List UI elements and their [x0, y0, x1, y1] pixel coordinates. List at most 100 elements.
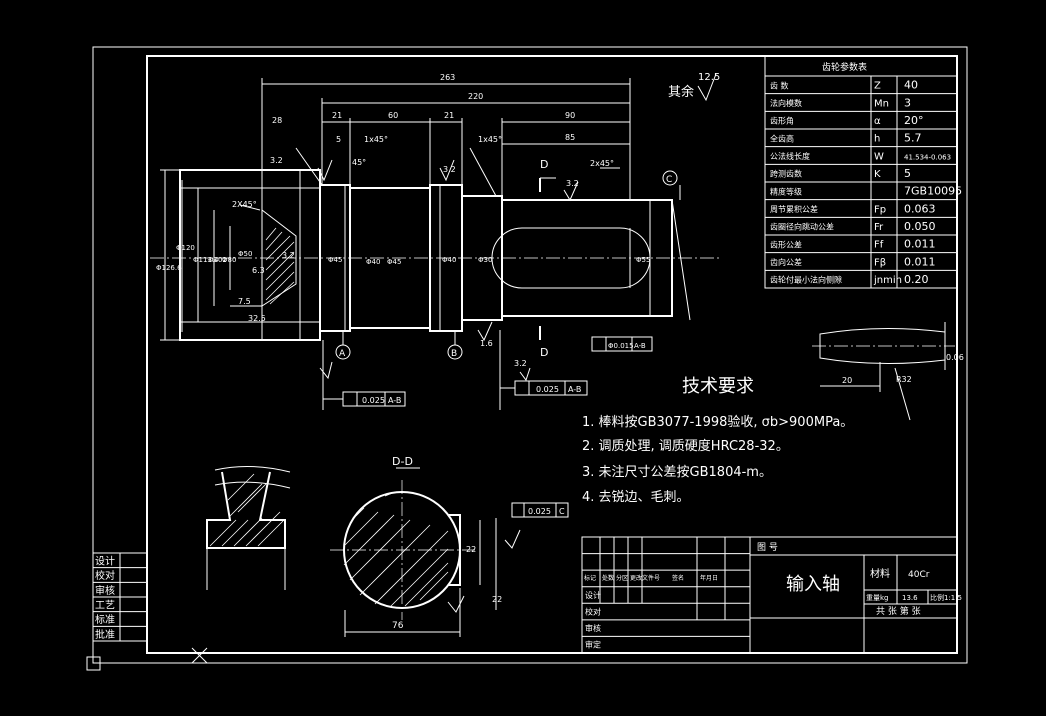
- param-name: 齿形公差: [770, 239, 802, 249]
- roughness-2: 3.2: [443, 165, 456, 174]
- section-d-bottom: D: [540, 346, 548, 359]
- param-symbol: Mn: [874, 98, 889, 109]
- mass-label: 重量kg: [866, 594, 889, 602]
- tol-2-ref: A-B: [568, 385, 581, 394]
- title-row-label: 设计: [585, 590, 601, 600]
- material-label: 材料: [870, 567, 890, 580]
- param-value: 41.534-0.063: [904, 153, 951, 161]
- roughness-rest-label: 其余: [668, 84, 694, 100]
- dim-angle-45: 45°: [352, 158, 366, 167]
- dim-r-key: R32: [896, 375, 912, 384]
- dim-dia-11: Φ40: [442, 256, 456, 264]
- param-value: 0.050: [904, 220, 936, 233]
- dim-dia-4: Φ102: [208, 256, 227, 264]
- param-name: 跨测齿数: [770, 169, 802, 179]
- title-header-cell: 更改文件号: [630, 574, 660, 582]
- dim-263: 263: [440, 73, 455, 82]
- roughness-16: 1.6: [480, 339, 493, 348]
- datum-a-label: A: [339, 349, 346, 359]
- dim-dia-2: Φ120: [176, 244, 195, 252]
- param-symbol: jnmin: [873, 275, 902, 286]
- tol-1-ref: A-B: [388, 396, 401, 405]
- param-value: 0.011: [904, 255, 936, 268]
- roughness-4: 3.2: [282, 251, 295, 260]
- datum-c-label: C: [666, 175, 672, 185]
- roughness-3: 3.2: [566, 179, 579, 188]
- drawing-no-label: 图 号: [757, 542, 778, 553]
- title-header-cell: 签名: [672, 574, 684, 582]
- approval-cell: 批准: [95, 628, 115, 641]
- title-block-grid: 标记处数分区更改文件号签名年月日设计校对审核审定: [582, 537, 750, 650]
- key-detail-view: [812, 322, 955, 421]
- roughness-rest-value: 12.5: [698, 72, 720, 83]
- tech-item-3: 3. 未注尺寸公差按GB1804-m。: [582, 465, 772, 480]
- dim-sec-h: 22: [492, 595, 502, 604]
- dim-sec-w: 76: [392, 621, 404, 631]
- dim-dia-9: Φ45: [387, 258, 401, 266]
- param-symbol: Z: [874, 81, 881, 92]
- approval-cell: 审核: [95, 584, 115, 597]
- dim-dia-7: Φ40: [366, 258, 380, 266]
- tol-concentricity-ref: A-B: [634, 342, 646, 350]
- dim-220: 220: [468, 92, 483, 101]
- param-value: 0.063: [904, 202, 936, 215]
- dim-28: 28: [272, 116, 282, 125]
- param-value: 20°: [904, 114, 924, 127]
- param-name: 全齿高: [770, 133, 794, 143]
- dim-21b: 21: [444, 111, 454, 120]
- dim-21a: 21: [332, 111, 342, 120]
- param-name: 齿 数: [770, 80, 789, 90]
- dim-7-5: 7.5: [238, 297, 251, 306]
- title-row-label: 校对: [585, 607, 601, 617]
- tol-2: 0.025: [536, 385, 559, 394]
- param-value: 7GB10095: [904, 185, 962, 198]
- datum-b-label: B: [451, 349, 457, 359]
- roughness-rest-note: 其余 12.5: [668, 72, 720, 100]
- dim-dia-6: Φ50: [238, 250, 252, 258]
- title-header-cell: 年月日: [700, 574, 718, 582]
- section-dd-view: [330, 467, 569, 637]
- param-symbol: Fr: [874, 222, 884, 233]
- param-symbol: α: [874, 116, 881, 127]
- dim-chamfer-1: 1x45°: [364, 135, 388, 144]
- dim-32-5: 32.5: [248, 314, 266, 323]
- param-name: 齿向公差: [770, 257, 802, 267]
- dim-dia-3: Φ113.4: [193, 256, 219, 264]
- title-row-label: 审定: [585, 640, 601, 650]
- param-symbol: h: [874, 134, 880, 145]
- param-value: 3: [904, 96, 911, 109]
- cross-mark: [191, 647, 208, 664]
- tol-1: 0.025: [362, 396, 385, 405]
- roughness-5: 3.2: [514, 359, 527, 368]
- param-value: 0.20: [904, 273, 929, 286]
- param-symbol: Fβ: [874, 257, 886, 268]
- outer-frame: [92, 46, 968, 664]
- dim-dia-12: Φ30: [478, 256, 492, 264]
- tooth-detail-view: [206, 465, 291, 590]
- approval-cell: 设计: [95, 554, 115, 567]
- corner-mark: [86, 656, 101, 671]
- dim-90: 90: [565, 111, 575, 120]
- param-value: 40: [904, 79, 918, 92]
- title-row-label: 审核: [585, 623, 601, 633]
- dim-20: 20: [842, 376, 852, 385]
- param-name: 齿圈径向跳动公差: [770, 222, 834, 232]
- tech-item-4: 4. 去锐边、毛刺。: [582, 490, 690, 505]
- param-name: 公法线长度: [770, 151, 810, 161]
- tol-4-ref: C: [559, 507, 565, 516]
- dim-dia-10: Φ45: [328, 256, 342, 264]
- material-value: 40Cr: [908, 570, 930, 580]
- param-symbol: Ff: [874, 240, 884, 251]
- tech-requirements-title: 技术要求: [682, 376, 754, 397]
- dim-85: 85: [565, 133, 575, 142]
- mass-value: 13.6: [902, 594, 918, 602]
- param-name: 周节累积公差: [770, 204, 818, 214]
- tech-requirements: 技术要求: [582, 372, 754, 398]
- dim-chamfer-4: 2X45°: [232, 200, 257, 209]
- param-name: 齿形角: [770, 116, 794, 126]
- dim-dia-5: Φ80: [222, 256, 236, 264]
- approval-cell: 校对: [95, 569, 115, 582]
- drawing-title: 输入轴: [786, 574, 840, 595]
- tech-item-2: 2. 调质处理, 调质硬度HRC28-32。: [582, 439, 789, 454]
